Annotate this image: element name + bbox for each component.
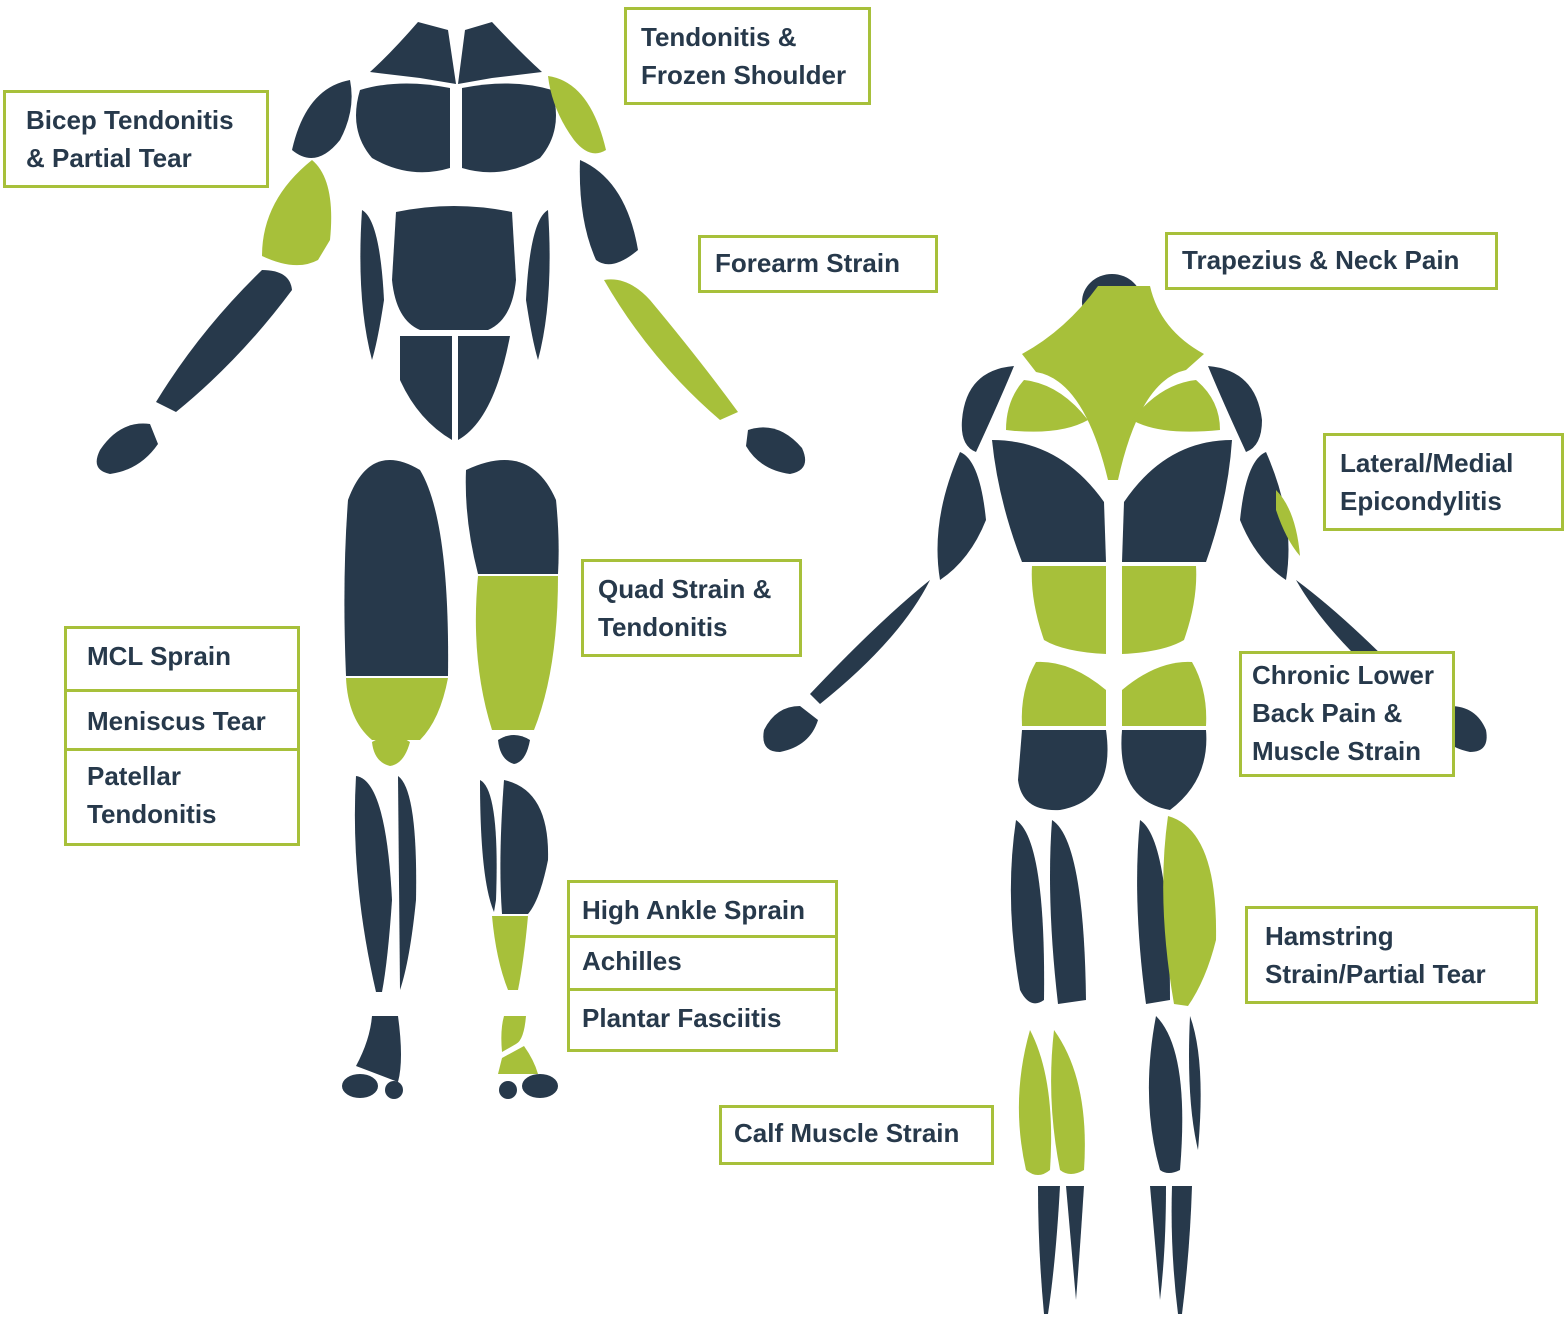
label-bicep-text: Bicep Tendonitis & Partial Tear [6, 93, 266, 185]
label-trapezius-text: Trapezius & Neck Pain [1168, 235, 1495, 287]
label-shoulder-text: Tendonitis & Frozen Shoulder [627, 10, 868, 102]
front-hand-right [97, 424, 158, 474]
front-thigh-left [466, 460, 559, 574]
back-hamstring-right [1050, 820, 1086, 1004]
label-mcl-sprain: MCL Sprain [67, 629, 297, 689]
label-high-ankle-sprain: High Ankle Sprain [570, 883, 835, 935]
front-knee-highlight [372, 736, 410, 766]
front-calf-right [398, 776, 416, 990]
back-glute-right [1018, 730, 1108, 810]
front-neck [458, 22, 542, 84]
back-hamstring-right [1011, 820, 1044, 1003]
label-epicondylitis-text: Lateral/Medial Epicondylitis [1326, 436, 1561, 528]
label-bicep: Bicep Tendonitis & Partial Tear [3, 90, 269, 188]
front-bicep-left [580, 160, 638, 264]
label-ankle-foot-group: High Ankle Sprain Achilles Plantar Fasci… [567, 880, 838, 1052]
label-hamstring: Hamstring Strain/Partial Tear [1245, 906, 1538, 1004]
front-obliques-left [526, 210, 550, 360]
front-neck [370, 22, 456, 84]
front-knee-left [498, 735, 530, 764]
front-foot-right-toe [385, 1081, 403, 1099]
back-calf-left [1189, 1016, 1201, 1150]
label-epicondylitis: Lateral/Medial Epicondylitis [1323, 433, 1564, 531]
back-lats-left [1122, 440, 1232, 562]
front-deltoid-left-highlight [548, 76, 606, 153]
label-calf-text: Calf Muscle Strain [722, 1108, 991, 1162]
front-abs [392, 206, 516, 330]
label-quad: Quad Strain & Tendonitis [581, 559, 802, 657]
label-knee-group: MCL Sprain Meniscus Tear Patellar Tendon… [64, 626, 300, 846]
label-lower-back: Chronic Lower Back Pain & Muscle Strain [1239, 651, 1455, 777]
front-hand-left [746, 427, 805, 474]
back-trapezius-highlight [1022, 286, 1204, 480]
back-lower-leg-right [1066, 1186, 1084, 1300]
front-forearm-highlight [604, 279, 738, 420]
label-plantar-fasciitis: Plantar Fasciitis [570, 988, 835, 1049]
label-meniscus-tear: Meniscus Tear [67, 689, 297, 748]
front-foot-highlight [501, 1016, 526, 1052]
label-trapezius: Trapezius & Neck Pain [1165, 232, 1498, 290]
back-lower-leg-left [1150, 1186, 1166, 1300]
front-foot-left-toe [499, 1081, 517, 1099]
back-deltoid-right [962, 366, 1014, 452]
front-calf-left [480, 780, 497, 912]
back-lower-leg-left [1172, 1186, 1192, 1314]
front-calf-left [500, 780, 548, 914]
front-foot-right-toe [342, 1074, 378, 1098]
label-calf: Calf Muscle Strain [719, 1105, 994, 1165]
back-lower-back-highlight [1022, 662, 1106, 726]
front-thigh-right [344, 460, 448, 676]
back-calf-highlight [1051, 1030, 1085, 1174]
back-calf-highlight [1019, 1030, 1051, 1175]
label-shoulder: Tendonitis & Frozen Shoulder [624, 7, 871, 105]
front-lower-abs [458, 336, 510, 440]
front-obliques-right [360, 210, 384, 360]
label-achilles: Achilles [570, 935, 835, 988]
back-lower-leg-right [1038, 1186, 1060, 1314]
label-hamstring-text: Hamstring Strain/Partial Tear [1248, 909, 1535, 1001]
label-forearm-text: Forearm Strain [701, 238, 935, 290]
back-hand-right [763, 706, 818, 752]
back-lower-back-highlight [1032, 566, 1106, 654]
front-foot-right [356, 1016, 401, 1082]
back-triceps-right [938, 452, 987, 580]
label-patellar-tendonitis: Patellar Tendonitis [67, 748, 297, 843]
front-chest-right [462, 83, 556, 172]
back-calf-left [1149, 1016, 1182, 1173]
back-lower-back-highlight [1122, 566, 1196, 654]
back-glute-left [1121, 730, 1206, 810]
back-forearm-right [810, 580, 930, 704]
front-shin-highlight [492, 916, 528, 990]
front-lower-abs [400, 336, 452, 440]
back-lower-back-highlight [1122, 662, 1206, 726]
back-hamstring-highlight [1163, 816, 1216, 1006]
front-foot-left-toe [522, 1074, 558, 1098]
label-quad-text: Quad Strain & Tendonitis [584, 562, 799, 654]
front-bicep-highlight [262, 160, 331, 265]
front-calf-right [355, 776, 392, 992]
label-lower-back-text: Chronic Lower Back Pain & Muscle Strain [1242, 654, 1452, 774]
back-lats-right [992, 440, 1106, 562]
front-thigh-right-knee-highlight [346, 678, 448, 740]
front-quad-highlight [476, 576, 558, 730]
label-forearm: Forearm Strain [698, 235, 938, 293]
front-deltoid-right [292, 80, 352, 158]
front-chest-left [356, 83, 450, 172]
front-forearm-right [156, 270, 292, 412]
